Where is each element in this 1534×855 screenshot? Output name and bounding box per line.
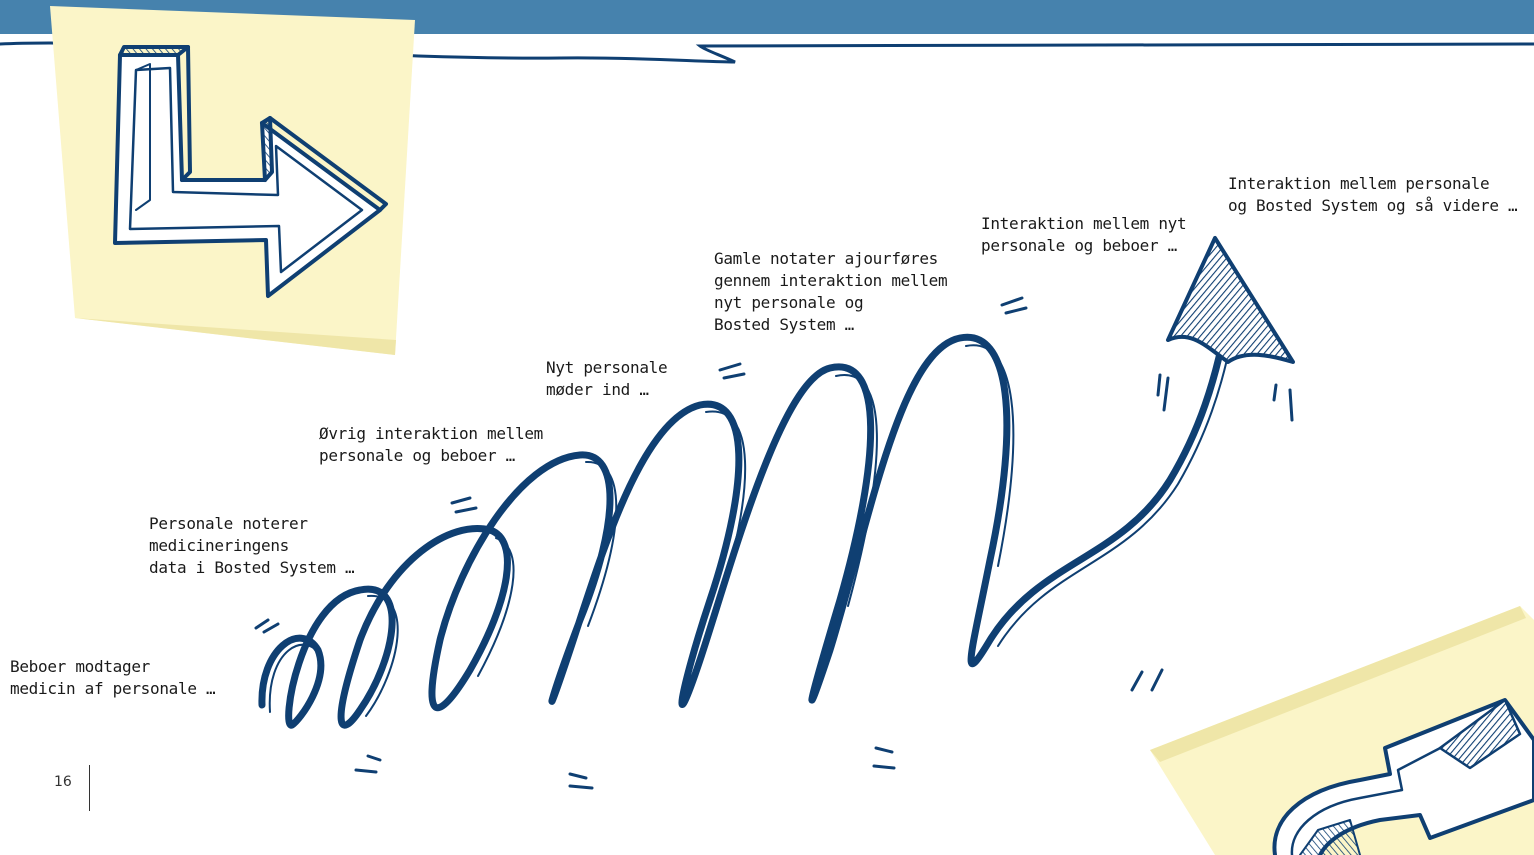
step-label-1: Beboer modtager medicin af personale … [10,656,215,700]
page-number: 16 [54,774,72,790]
step-label-3: Øvrig interaktion mellem personale og be… [319,423,543,467]
page-number-divider [89,765,90,811]
step-label-6: Interaktion mellem nyt personale og bebo… [981,213,1186,257]
step-label-4: Nyt personale møder ind … [546,357,667,401]
step-label-7: Interaktion mellem personale og Bosted S… [1228,173,1517,217]
step-label-5: Gamle notater ajourføres gennem interakt… [714,248,947,336]
step-label-2: Personale noterer medicineringens data i… [149,513,354,579]
